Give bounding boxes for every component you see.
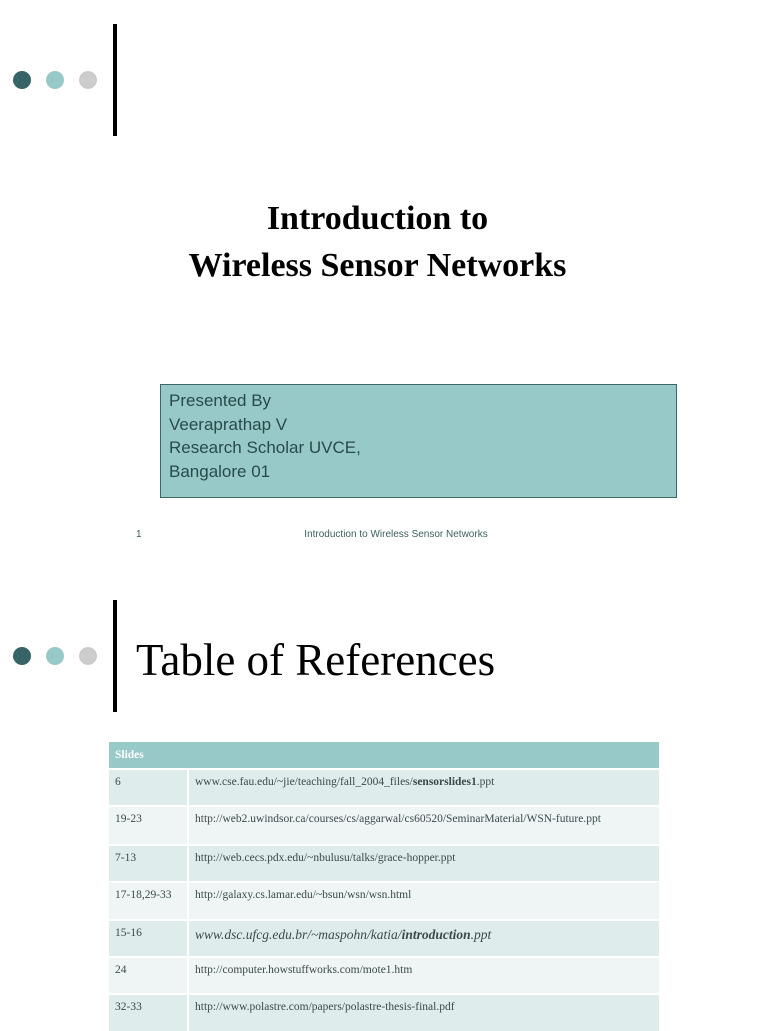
decor-dot-dark [13,71,31,89]
slide-title-line-1: Introduction to [266,200,489,237]
page-number: 1 [136,529,142,540]
decor-dot-gray [79,71,97,89]
slides-cell: 15-16 [109,919,189,957]
slides-cell: 32-33 [109,993,189,1031]
url-ext: .ppt [476,776,495,788]
presenter-box: Presented By Veeraprathap V Research Sch… [160,384,677,498]
decor-dot-teal [46,71,64,89]
table-row: 24 http://computer.howstuffworks.com/mot… [109,956,659,994]
url-cell: http://www.polastre.com/papers/polastre-… [188,993,659,1031]
presenter-line-1: Presented By [169,391,272,410]
table-header-row: Slides [109,742,659,769]
references-table: Slides 6 www.cse.fau.edu/~jie/teaching/f… [109,742,659,1031]
url-text: www.cse.fau.edu/~jie/teaching/fall_2004_… [195,776,413,788]
url-cell: http://web2.uwindsor.ca/courses/cs/aggar… [188,805,659,845]
slide-title-line-2: Wireless Sensor Networks [188,247,567,284]
url-cell: www.dsc.ufcg.edu.br/~maspohn/katia/intro… [188,919,659,957]
url-cell: http://galaxy.cs.lamar.edu/~bsun/wsn/wsn… [188,881,659,920]
slides-cell: 24 [109,956,189,994]
header-slides: Slides [109,742,188,769]
decor-dot-teal [46,647,64,665]
table-row: 6 www.cse.fau.edu/~jie/teaching/fall_200… [109,768,659,806]
slides-cell: 6 [109,768,189,806]
slides-cell: 19-23 [109,805,189,845]
table-row: 19-23 http://web2.uwindsor.ca/courses/cs… [109,805,659,845]
url-bold-text: sensorslides1 [412,776,477,788]
url-text: www.dsc.ufcg.edu.br/~maspohn/katia/ [195,927,402,942]
header-url [188,742,659,769]
decor-vertical-bar [113,600,117,712]
decor-vertical-bar [113,24,117,136]
decor-dot-dark [13,647,31,665]
url-bold-text: introduction [401,927,471,942]
url-cell: http://computer.howstuffworks.com/mote1.… [188,956,659,994]
table-row: 32-33 http://www.polastre.com/papers/pol… [109,993,659,1031]
slide-title: Introduction to Wireless Sensor Networks [0,195,755,289]
url-cell: www.cse.fau.edu/~jie/teaching/fall_2004_… [188,768,659,806]
table-row: 17-18,29-33 http://galaxy.cs.lamar.edu/~… [109,881,659,920]
footer-title: Introduction to Wireless Sensor Networks [304,529,488,540]
url-cell: http://web.cecs.pdx.edu/~nbulusu/talks/g… [188,844,659,882]
table-row: 7-13 http://web.cecs.pdx.edu/~nbulusu/ta… [109,844,659,882]
references-title: Table of References [136,635,496,685]
table-row: 15-16 www.dsc.ufcg.edu.br/~maspohn/katia… [109,919,659,957]
slides-cell: 17-18,29-33 [109,881,189,920]
decor-dot-gray [79,647,97,665]
presenter-location: Bangalore 01 [169,461,271,481]
url-ext: .ppt [470,927,492,942]
presenter-name: Veeraprathap V [169,414,288,434]
presenter-role: Research Scholar UVCE, [169,438,361,457]
slides-cell: 7-13 [109,844,189,882]
